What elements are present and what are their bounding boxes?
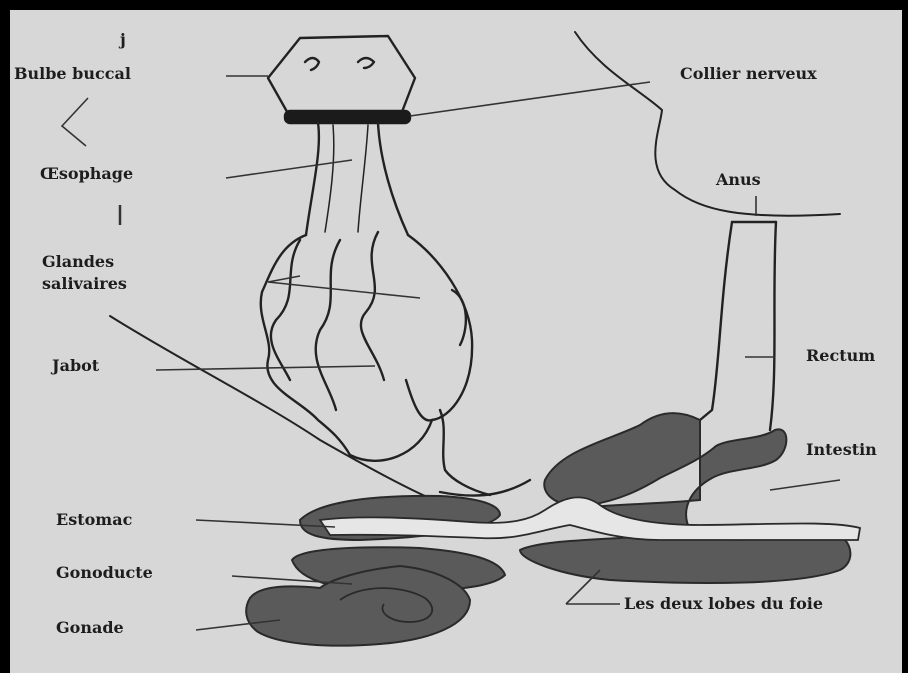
jaw-left: [305, 58, 319, 70]
label-bulbe-buccal: Bulbe buccal: [14, 64, 131, 84]
pointer-intestin: [770, 480, 840, 490]
salivary-gland-right: [361, 232, 384, 380]
body-outline: [575, 32, 840, 216]
crop: [261, 235, 350, 455]
label-oesophage: Œsophage: [40, 164, 133, 184]
label-glandes: Glandes: [42, 252, 114, 272]
gonad: [246, 566, 470, 646]
buccal-bulb: [268, 36, 415, 117]
bracket-upper: [62, 98, 88, 146]
label-intestin: Intestin: [806, 440, 877, 460]
label-estomac: Estomac: [56, 510, 132, 530]
label-mark-j: j: [120, 30, 126, 50]
jaw-right: [358, 58, 374, 68]
label-collier-nerveux: Collier nerveux: [680, 64, 817, 84]
label-salivaires: salivaires: [42, 274, 127, 294]
label-foie: Les deux lobes du foie: [624, 594, 823, 614]
label-rectum: Rectum: [806, 346, 875, 366]
frame-border-top: [0, 0, 908, 10]
salivary-gland-left: [271, 240, 300, 380]
pointer-jabot: [156, 366, 375, 370]
nerve-collar: [285, 111, 410, 123]
label-gonade: Gonade: [56, 618, 124, 638]
oesophagus-left: [306, 123, 319, 235]
frame-border-left: [0, 0, 10, 673]
label-anus: Anus: [716, 170, 761, 190]
frame-border-right: [902, 0, 908, 673]
label-gonoducte: Gonoducte: [56, 563, 153, 583]
label-jabot: Jabot: [52, 356, 99, 376]
oesophagus-right: [378, 123, 408, 235]
rectum: [700, 222, 732, 420]
pointer-collier: [410, 82, 650, 116]
